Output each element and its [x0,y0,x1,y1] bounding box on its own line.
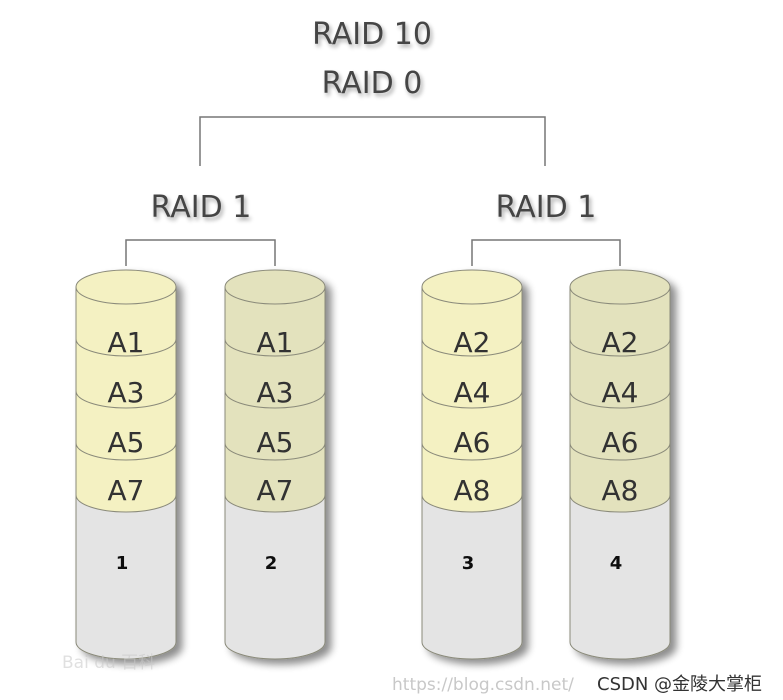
disk-segment [421,442,523,513]
disk-segment [421,338,523,409]
raid10-title: RAID 10 [312,17,432,52]
raid1-right-title: RAID 1 [496,190,597,225]
disk-base [224,494,326,660]
csdn-credit-text: CSDN @金陵大掌柜 [597,674,762,695]
disk-segment [75,286,177,357]
disk-segment [569,286,671,357]
segment-label: A2 [454,326,491,359]
baidu-logo-text: Bai du 百科 [62,653,155,673]
disk-segment [224,286,326,357]
disk-number-label: 1 [116,553,129,574]
segment-label: A3 [108,376,145,409]
baidu-watermark: Bai du 百科 [62,653,155,673]
segment-label: A6 [454,426,491,459]
segment-label: A8 [602,474,639,507]
disk-segment [75,442,177,513]
segment-label: A2 [602,326,639,359]
segment-label: A4 [602,376,639,409]
disk-segment [75,390,177,461]
disk-base [421,494,523,660]
raid0-bracket [199,116,546,166]
segment-label: A3 [257,376,294,409]
disk-segment [224,390,326,461]
disk-top-cap [75,269,177,305]
disk-number-label: 2 [265,553,278,574]
disk-segment [569,338,671,409]
segment-label: A1 [257,326,294,359]
raid1-left-bracket [125,239,276,266]
disk-base [569,494,671,660]
segment-label: A5 [108,426,145,459]
segment-label: A7 [108,474,145,507]
disk-top-cap [569,269,671,305]
disk-segment [75,338,177,409]
blog-url-text: https://blog.csdn.net/ [392,675,574,695]
disk-segment [224,338,326,409]
disk-segment [421,390,523,461]
raid1-left-title: RAID 1 [151,190,252,225]
segment-label: A8 [454,474,491,507]
disk-top-cap [224,269,326,305]
segment-label: A1 [108,326,145,359]
segment-label: A6 [602,426,639,459]
disk-base [75,494,177,660]
segment-label: A5 [257,426,294,459]
segment-label: A7 [257,474,294,507]
disk-number-label: 4 [610,553,623,574]
disk-number-label: 3 [462,553,475,574]
disk-segment [569,390,671,461]
disk-top-cap [421,269,523,305]
disk-segment [569,442,671,513]
disk-segment [421,286,523,357]
disk-segment [224,442,326,513]
raid1-right-bracket [471,239,621,266]
segment-label: A4 [454,376,491,409]
raid0-title: RAID 0 [322,66,423,101]
